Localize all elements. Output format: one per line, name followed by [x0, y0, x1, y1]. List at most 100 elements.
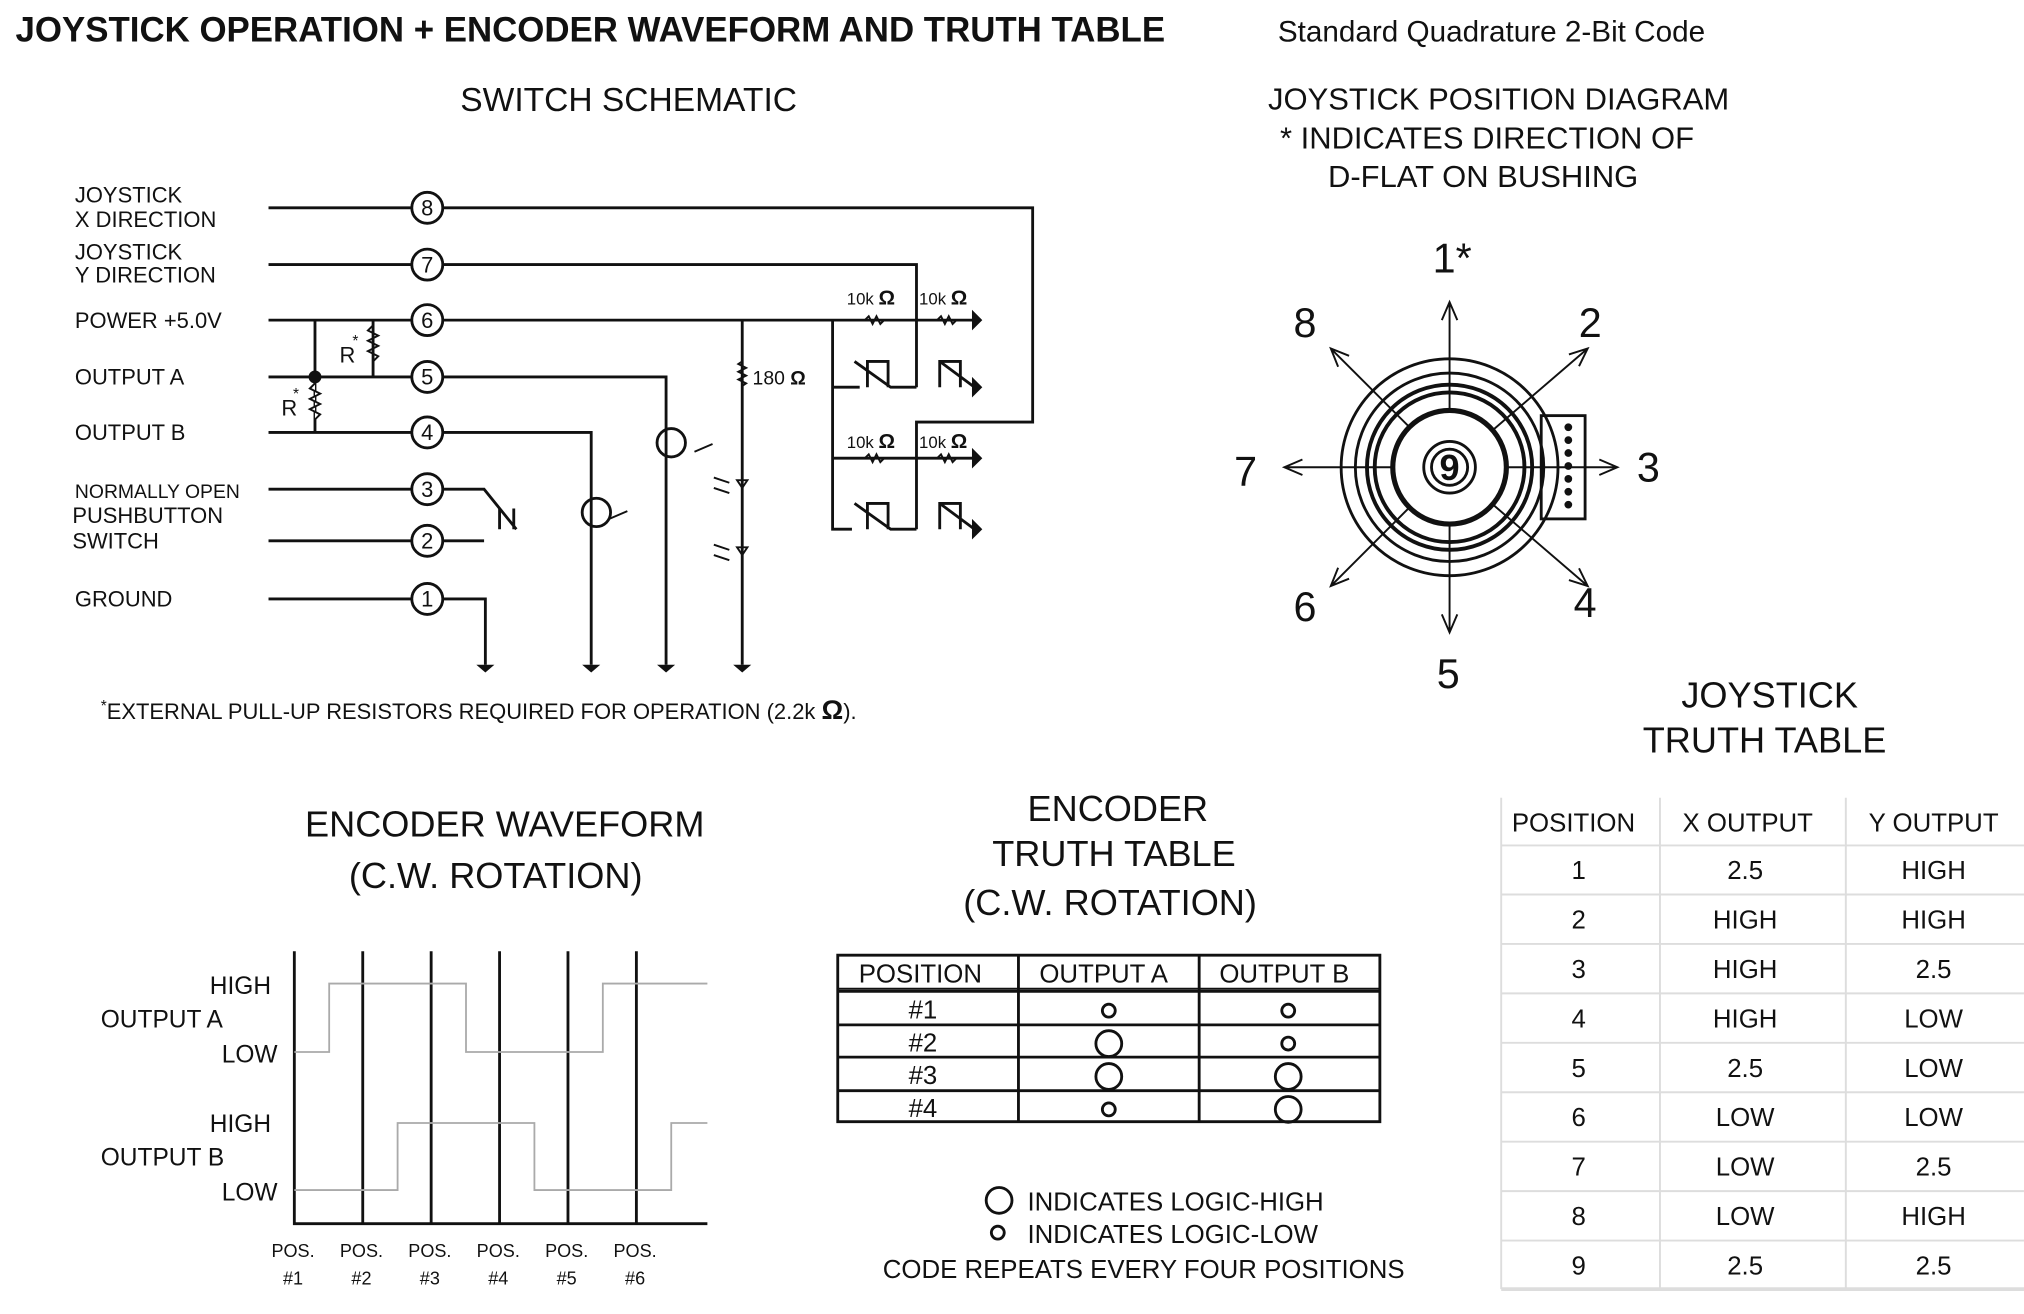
encoder-truth-table: ENCODER TRUTH TABLE (C.W. ROTATION) POSI… — [836, 788, 1405, 1284]
direction-arrow-icon — [1440, 524, 1459, 635]
position-dividers — [361, 951, 638, 1224]
resistor-10k-4: 10k Ω — [919, 430, 967, 453]
output-a-state-icon — [1094, 1029, 1124, 1058]
encoder-table-title-3: (C.W. ROTATION) — [963, 882, 1257, 923]
joystick-row-x: LOW — [1716, 1154, 1775, 1182]
joystick-row-x: LOW — [1716, 1203, 1775, 1231]
svg-text:3: 3 — [421, 477, 433, 502]
encoder-table-title-2: TRUTH TABLE — [992, 833, 1236, 874]
direction-arrow-icon — [1506, 458, 1620, 476]
footnote: *EXTERNAL PULL-UP RESISTORS REQUIRED FOR… — [101, 694, 857, 725]
position-label-8: 8 — [1294, 300, 1317, 346]
pushbutton-switch — [498, 508, 516, 530]
phototransistor-b-icon — [580, 496, 612, 529]
wire-ground — [268, 597, 487, 665]
wire-x-direction — [268, 206, 1035, 530]
waveform-title-2: (C.W. ROTATION) — [349, 855, 643, 896]
direction-arrow-icon — [1329, 506, 1411, 588]
joystick-row-position: 8 — [1571, 1203, 1585, 1231]
joystick-row-position: 2 — [1571, 906, 1585, 934]
direction-arrow-icon — [1491, 503, 1590, 588]
position-label-7: 7 — [1234, 448, 1257, 494]
encoder-table-title-1: ENCODER — [1028, 788, 1209, 829]
joystick-position-diagram: JOYSTICK POSITION DIAGRAM * INDICATES DI… — [1234, 82, 1729, 697]
resistor-10k-3: 10k Ω — [847, 430, 895, 453]
wire-output-a — [268, 375, 668, 665]
joystick-row-y: 2.5 — [1916, 956, 1952, 984]
resistor-label-b: R — [281, 396, 297, 421]
joystick-row-y: LOW — [1904, 1104, 1963, 1132]
resistor-r-a — [365, 324, 381, 363]
output-a-state-icon — [1094, 1062, 1124, 1091]
joystick-row-x: 2.5 — [1727, 857, 1763, 885]
joystick-header-position: POSITION — [1512, 809, 1635, 837]
resistor-10k-2: 10k Ω — [919, 287, 967, 310]
joystick-row-y: HIGH — [1901, 906, 1966, 934]
phototransistor-a-icon — [655, 427, 687, 459]
joystick-row-y: HIGH — [1901, 857, 1966, 885]
output-a-waveform — [294, 982, 708, 1053]
output-a-label: OUTPUT A — [101, 1006, 224, 1033]
pin1-label: GROUND — [75, 587, 173, 612]
joystick-row-x: LOW — [1716, 1104, 1775, 1132]
output-a-state-icon — [1100, 1101, 1117, 1118]
output-b-state-icon — [1273, 1062, 1303, 1091]
position-label-prefix: POS. — [545, 1241, 588, 1261]
resistor-star-b: * — [293, 386, 299, 403]
resistor-zigzags — [864, 314, 958, 465]
resistor-10k-1: 10k Ω — [847, 287, 895, 310]
switch-label: SWITCH — [72, 529, 159, 554]
direction-arrow-icon — [1329, 346, 1411, 428]
joystick-diagram-title: JOYSTICK POSITION DIAGRAM — [1268, 82, 1729, 117]
logic-low-legend-icon — [989, 1224, 1006, 1241]
wire-y-direction — [268, 263, 918, 388]
joystick-header-y: Y OUTPUT — [1869, 809, 1999, 837]
a-low-label: LOW — [222, 1041, 279, 1068]
encoder-row-position: #2 — [909, 1029, 938, 1057]
output-arrows-icon — [971, 309, 983, 540]
position-label-prefix: POS. — [271, 1241, 314, 1261]
wire-output-b — [268, 430, 593, 665]
page-subtitle: Standard Quadrature 2-Bit Code — [1278, 15, 1705, 48]
pin8-label: JOYSTICK — [75, 183, 183, 208]
wire-optical-bus — [831, 320, 975, 531]
pin3-label: NORMALLY OPEN — [75, 481, 240, 503]
optical-switches — [853, 359, 976, 531]
pin2-label: PUSHBUTTON — [72, 503, 223, 528]
led-icon — [713, 476, 750, 562]
joystick-truth-table: JOYSTICK TRUTH TABLE POSITION X OUTPUT Y… — [1500, 674, 2024, 1291]
position-label-5: 5 — [1437, 651, 1460, 697]
resistor-network: 10k Ω 10k Ω 10k Ω 10k Ω — [847, 287, 983, 540]
resistor-star-a: * — [352, 333, 358, 350]
joystick-row-y: HIGH — [1901, 1203, 1966, 1231]
position-label-prefix: POS. — [340, 1241, 383, 1261]
pin7-label-2: Y DIRECTION — [75, 263, 216, 288]
position-label-number: #1 — [283, 1268, 303, 1288]
svg-text:4: 4 — [421, 420, 433, 445]
logic-high-legend-icon — [984, 1186, 1014, 1215]
joystick-row-position: 3 — [1571, 956, 1585, 984]
resistor-180 — [736, 360, 749, 387]
encoder-row-position: #3 — [909, 1062, 938, 1090]
joystick-row-position: 9 — [1571, 1253, 1585, 1281]
page-title: JOYSTICK OPERATION + ENCODER WAVEFORM AN… — [16, 10, 1166, 49]
output-a-state-icon — [1100, 1002, 1117, 1019]
position-label-prefix: POS. — [614, 1241, 657, 1261]
direction-arrows — [1281, 299, 1620, 635]
output-b-state-icon — [1280, 1035, 1297, 1052]
pin4-label: OUTPUT B — [75, 420, 186, 445]
output-b-state-icon — [1280, 1002, 1297, 1019]
joystick-row-x: 2.5 — [1727, 1253, 1763, 1281]
output-b-label: OUTPUT B — [101, 1145, 224, 1172]
encoder-header-a: OUTPUT A — [1039, 960, 1168, 988]
joystick-row-x: 2.5 — [1727, 1055, 1763, 1083]
encoder-waveform: ENCODER WAVEFORM (C.W. ROTATION) OUTPUT … — [101, 803, 708, 1288]
position-label-6: 6 — [1294, 584, 1317, 630]
joystick-row-x: HIGH — [1713, 956, 1778, 984]
legend-low-text: INDICATES LOGIC-LOW — [1027, 1221, 1318, 1249]
resistor-r-b — [307, 382, 323, 421]
